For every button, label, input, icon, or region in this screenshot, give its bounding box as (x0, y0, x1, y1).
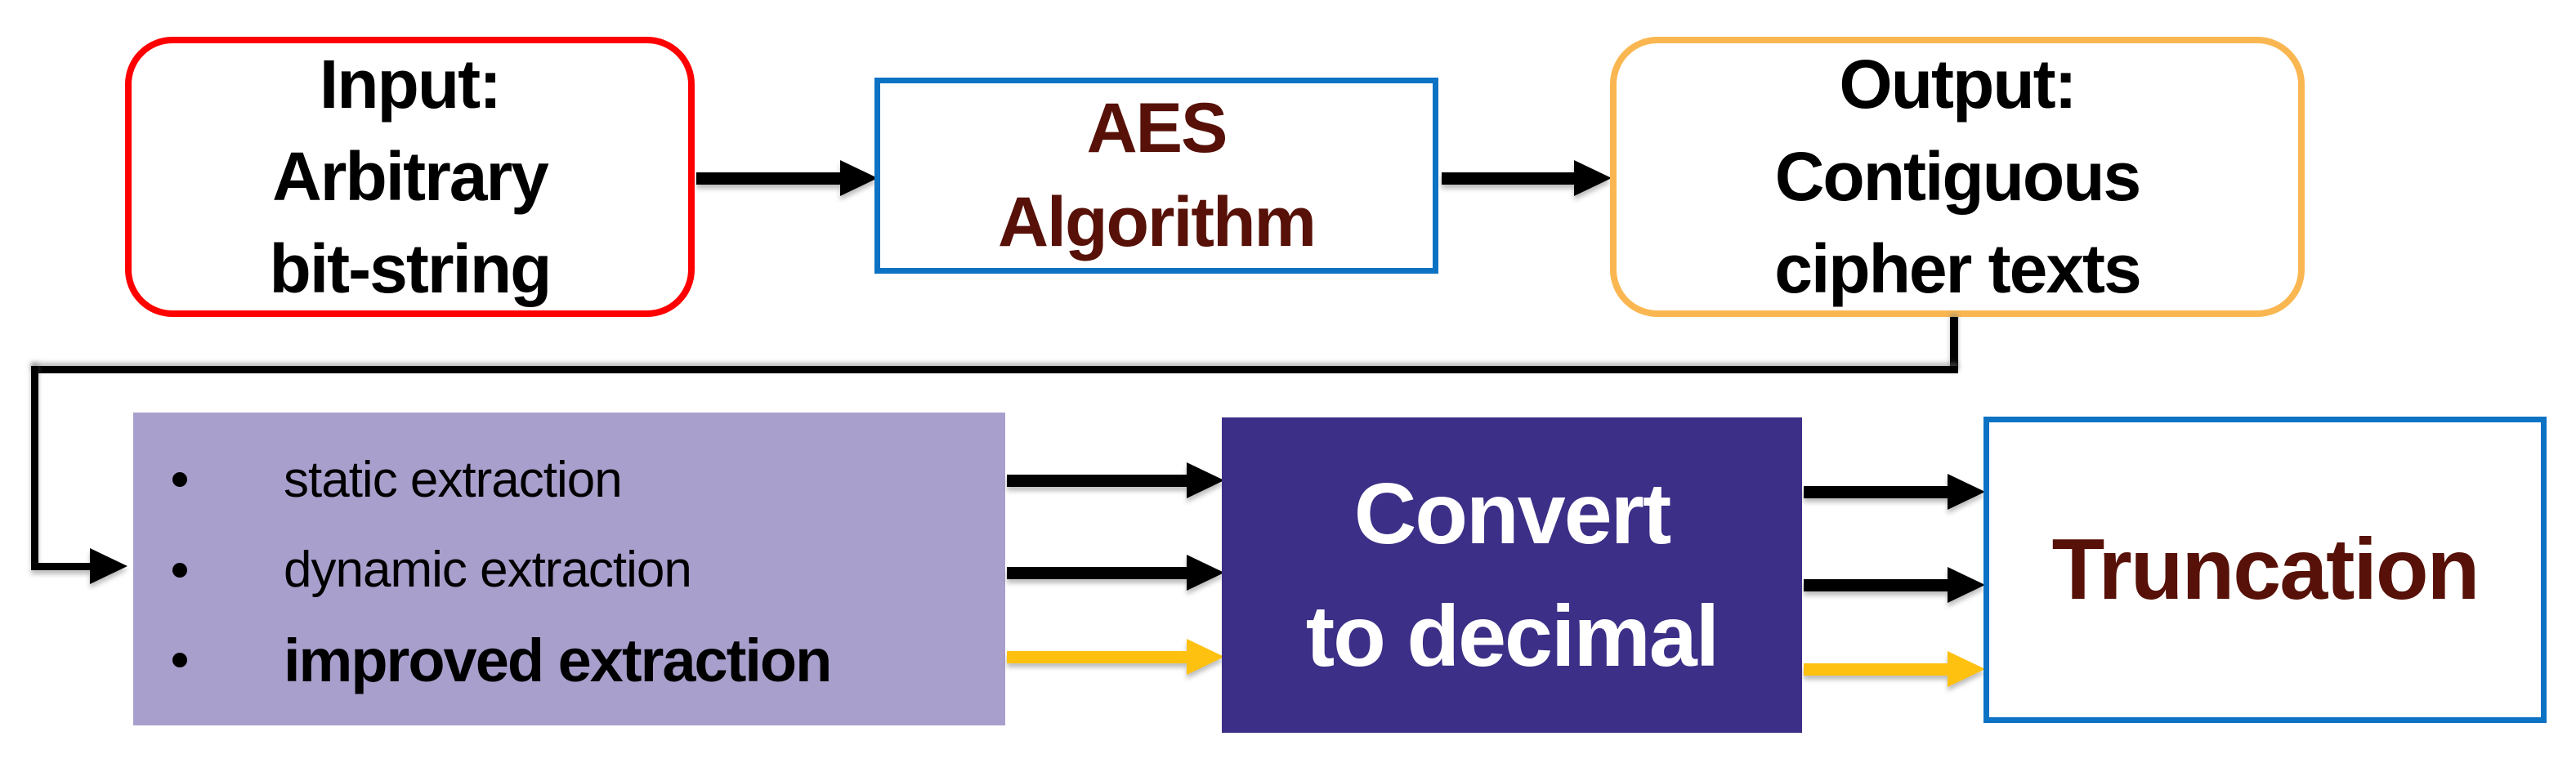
list-item-label: static extraction (284, 451, 623, 508)
arrowhead-icon (1948, 651, 1985, 687)
bullet-dot-icon (172, 653, 187, 667)
list-item-static-extraction: static extraction (133, 447, 1005, 512)
truncation-box-label: Truncation (2051, 521, 2480, 618)
arrow-shaft (1007, 651, 1188, 663)
connector-left-down-segment (31, 366, 38, 569)
bullet-dot-icon (172, 562, 187, 578)
convert-to-decimal-box: Convert to decimal (1222, 417, 1802, 733)
arrowhead-icon (1187, 462, 1224, 498)
list-item-dynamic-extraction: dynamic extraction (133, 538, 1005, 603)
arrowhead-icon (1948, 474, 1985, 510)
input-box-label-line1: Input: (319, 46, 502, 123)
input-box: Input: Arbitrary bit-string (125, 37, 695, 317)
arrowhead-icon (90, 548, 127, 584)
connector-output-down-segment (1950, 317, 1958, 373)
arrow-shaft (1007, 475, 1188, 487)
output-box-label-line3: cipher texts (1774, 230, 2142, 307)
truncation-box: Truncation (1983, 417, 2547, 723)
arrow-shaft (31, 563, 92, 570)
arrow-shaft (1442, 172, 1576, 185)
arrow-shaft (1804, 579, 1949, 591)
arrow-shaft (1804, 663, 1949, 676)
convert-box-label-line1: Convert (1353, 466, 1672, 562)
arrow-shaft (1804, 486, 1949, 498)
arrowhead-icon (1187, 639, 1224, 675)
list-item-label: dynamic extraction (284, 542, 692, 598)
arrow-shaft (1007, 567, 1188, 579)
aes-box-label-line2: Algorithm (997, 183, 1317, 261)
arrowhead-icon (1187, 555, 1224, 591)
aes-box-label-line1: AES (1086, 89, 1228, 167)
arrowhead-icon (840, 160, 878, 196)
list-item-improved-extraction: improved extraction (133, 626, 1005, 694)
aes-algorithm-box: AES Algorithm (874, 78, 1438, 274)
arrowhead-icon (1948, 567, 1985, 603)
bullet-dot-icon (172, 472, 187, 487)
output-box-label-line1: Output: (1839, 46, 2077, 123)
arrowhead-icon (1574, 160, 1612, 196)
convert-box-label-line2: to decimal (1305, 588, 1720, 685)
connector-horizontal-segment (31, 366, 1958, 373)
input-box-label-line3: bit-string (269, 230, 552, 307)
extraction-methods-box: static extraction dynamic extraction imp… (133, 413, 1005, 725)
arrow-shaft (696, 172, 842, 185)
output-box-label-line2: Contiguous (1774, 138, 2142, 215)
output-box: Output: Contiguous cipher texts (1610, 37, 2305, 317)
list-item-label: improved extraction (284, 626, 832, 694)
input-box-label-line2: Arbitrary (272, 138, 549, 215)
